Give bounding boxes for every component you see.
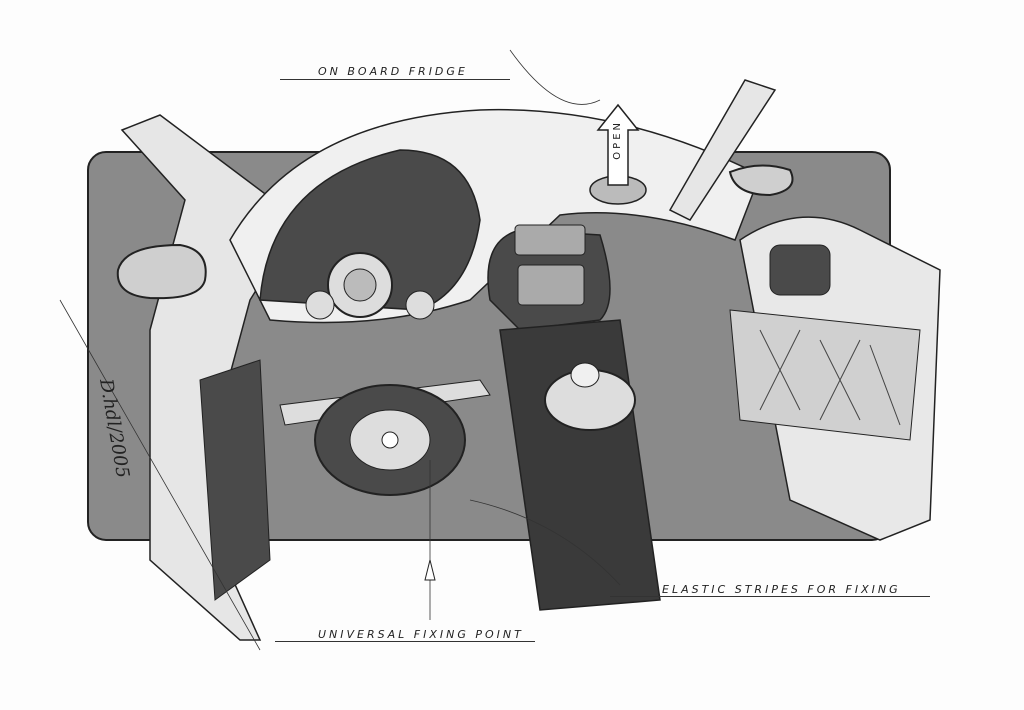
radio-display (514, 224, 586, 256)
label-elastic-stripes: ELASTIC STRIPES FOR FIXING (662, 583, 901, 596)
open-arrow-icon (596, 103, 640, 186)
left-mirror (116, 243, 207, 300)
fridge-rule (280, 79, 510, 80)
elastic-rule (610, 596, 930, 597)
label-open: OPEN (612, 120, 623, 160)
universal-fixing-arrow-icon (424, 559, 436, 581)
climate-panel (517, 264, 585, 306)
right-mirror (728, 164, 794, 197)
left-door-trim (199, 359, 271, 601)
universal-rule (275, 641, 535, 642)
label-universal-fixing-point: UNIVERSAL FIXING POINT (318, 628, 524, 641)
right-dial (405, 290, 435, 320)
door-pocket (729, 309, 921, 441)
left-dial (305, 290, 335, 320)
instrument-hood (259, 149, 481, 311)
gear-knob (570, 362, 600, 388)
door-handle (769, 244, 831, 296)
right-a-pillar (668, 79, 777, 221)
label-on-board-fridge: ON BOARD FRIDGE (318, 65, 468, 78)
